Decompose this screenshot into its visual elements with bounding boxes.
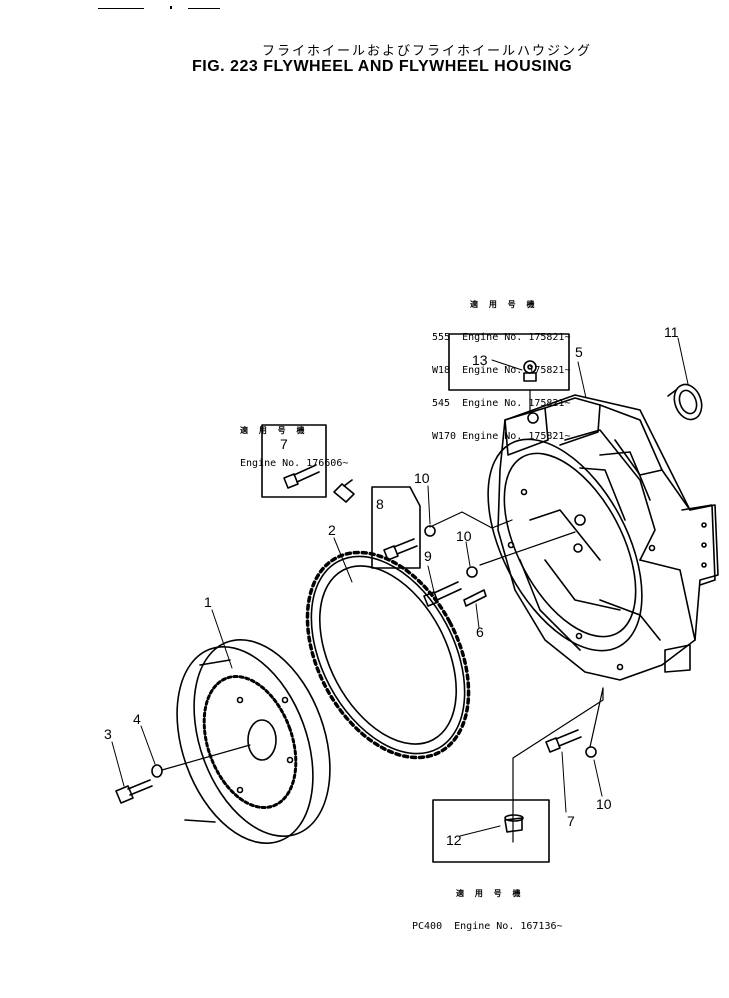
housing-serial-note: 適 用 号 機 555 Engine No. 175821~ W18 Engin…: [432, 277, 570, 453]
detail-box-12: [432, 799, 550, 863]
washer-4: [151, 764, 163, 778]
washer-10: [466, 566, 478, 578]
dowel-pin-6: [463, 589, 487, 607]
serial-note-line: W18 Engine No. 175821~: [432, 365, 571, 376]
plug-serial-note: 適 用 号 機 PC400 Engine No. 167136~: [412, 866, 563, 943]
callout-7: 7: [567, 813, 575, 829]
washer-10: [585, 746, 597, 758]
bolt-stud: [333, 479, 355, 503]
leader-line: [479, 531, 576, 566]
scan-mark: [170, 6, 172, 9]
leader-line: [161, 744, 251, 771]
callout-1: 1: [204, 594, 212, 610]
callout-leaders: [111, 337, 689, 837]
callout-13: 13: [472, 352, 488, 368]
figure-title: FIG. 223 FLYWHEEL AND FLYWHEEL HOUSING: [192, 58, 573, 75]
serial-note-heading: 適 用 号 機: [240, 426, 308, 435]
callout-4: 4: [133, 711, 141, 727]
serial-note-line: 555 Engine No. 175821~: [432, 332, 571, 343]
scan-mark: [98, 8, 144, 9]
washer-10: [424, 525, 436, 537]
bolt-serial-note: 適 用 号 機 Engine No. 176606~: [240, 403, 348, 480]
serial-note-heading: 適 用 号 機: [470, 300, 538, 309]
flywheel: [176, 639, 331, 844]
callout-6: 6: [476, 624, 484, 640]
bolt-8-detail: [383, 538, 418, 561]
callout-2: 2: [328, 522, 336, 538]
leader-line: [512, 687, 604, 843]
bolt-7-lower: [545, 729, 582, 753]
figure-title-japanese: フライホイールおよびフライホイールハウジング: [262, 44, 593, 59]
callout-10: 10: [414, 470, 430, 486]
detail-box-13: [448, 333, 570, 391]
plug-part: [504, 814, 524, 833]
leader-line: [429, 511, 513, 529]
scan-mark: [188, 8, 220, 9]
leader-line: [589, 687, 604, 748]
callout-9: 9: [424, 548, 432, 564]
flywheel-housing: [487, 394, 719, 681]
callout-8: 8: [376, 496, 384, 512]
bolt-3: [115, 779, 153, 804]
serial-note-line: PC400 Engine No. 167136~: [412, 921, 563, 932]
detail-box-7: [261, 424, 327, 498]
callout-7: 7: [280, 436, 288, 452]
bolt-7-detail: [283, 464, 320, 489]
serial-note-heading: 適 用 号 機: [456, 889, 524, 898]
bolt-9: [423, 581, 462, 607]
callout-12: 12: [446, 832, 462, 848]
callout-10: 10: [596, 796, 612, 812]
serial-note-line: W170 Engine No. 175821~: [432, 431, 571, 442]
callout-5: 5: [575, 344, 583, 360]
callout-11: 11: [664, 324, 679, 340]
serial-note-line: Engine No. 176606~: [240, 458, 349, 469]
ring-gear: [305, 550, 471, 760]
oil-seal: [667, 383, 703, 421]
callout-10: 10: [456, 528, 472, 544]
callout-3: 3: [104, 726, 112, 742]
sensor-part: [523, 360, 537, 382]
